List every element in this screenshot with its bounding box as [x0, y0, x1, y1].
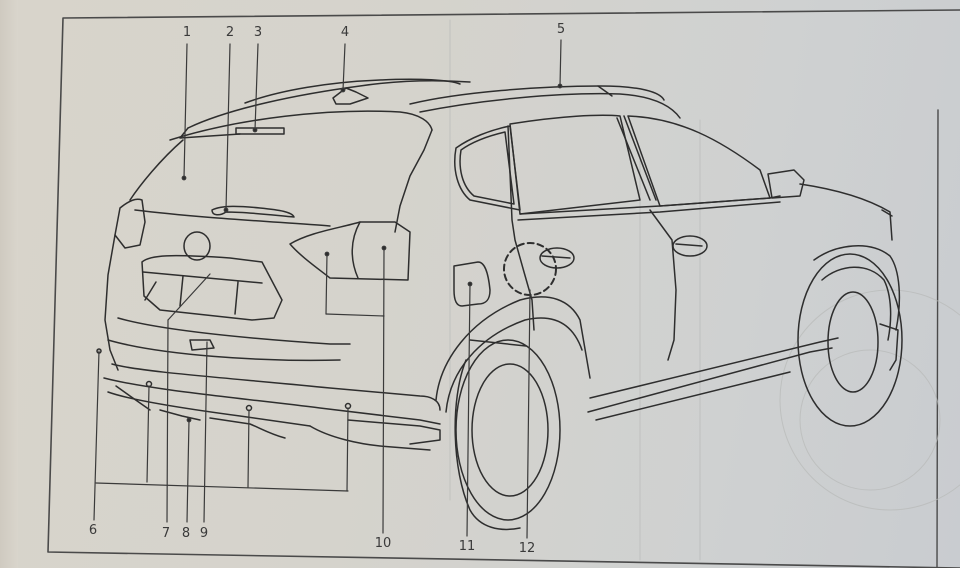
callout-4: 4 [340, 25, 350, 40]
fuel-filler-lid [453, 261, 491, 307]
callout-leaders [93, 39, 563, 539]
rear-door-handle [539, 247, 575, 269]
callout-11: 11 [458, 539, 476, 554]
rear-door-window [509, 114, 657, 215]
page-edge [0, 0, 18, 568]
rear-camera-handle [189, 339, 215, 351]
callout-10: 10 [374, 536, 392, 551]
rear-wiper [211, 205, 295, 218]
front-door-window [627, 115, 771, 207]
page-border-right [936, 109, 939, 568]
license-plate-area [141, 254, 283, 321]
left-tail-light [114, 198, 146, 249]
rear-window [129, 127, 433, 233]
callout-1: 1 [182, 25, 192, 40]
emblem [183, 231, 211, 261]
callout-12: 12 [518, 541, 536, 556]
side-mirror [767, 169, 805, 199]
callout-8: 8 [181, 526, 191, 541]
page-border [47, 9, 960, 568]
rocker-panel [589, 337, 839, 399]
door-seam [507, 125, 535, 331]
callout-9: 9 [199, 526, 209, 541]
callout-7: 7 [161, 526, 171, 541]
roof-and-spoiler [169, 78, 681, 141]
front-door-handle [672, 235, 708, 257]
beltline [519, 195, 781, 215]
callout-2: 2 [225, 25, 235, 40]
callout-6: 6 [88, 523, 98, 538]
rear-wheel [435, 296, 591, 531]
callout-3: 3 [253, 25, 263, 40]
door-lock-highlight [503, 242, 557, 296]
right-tail-light [289, 221, 411, 281]
callout-5: 5 [556, 22, 566, 37]
bleed-through [449, 19, 960, 561]
front-wheel [797, 245, 903, 427]
